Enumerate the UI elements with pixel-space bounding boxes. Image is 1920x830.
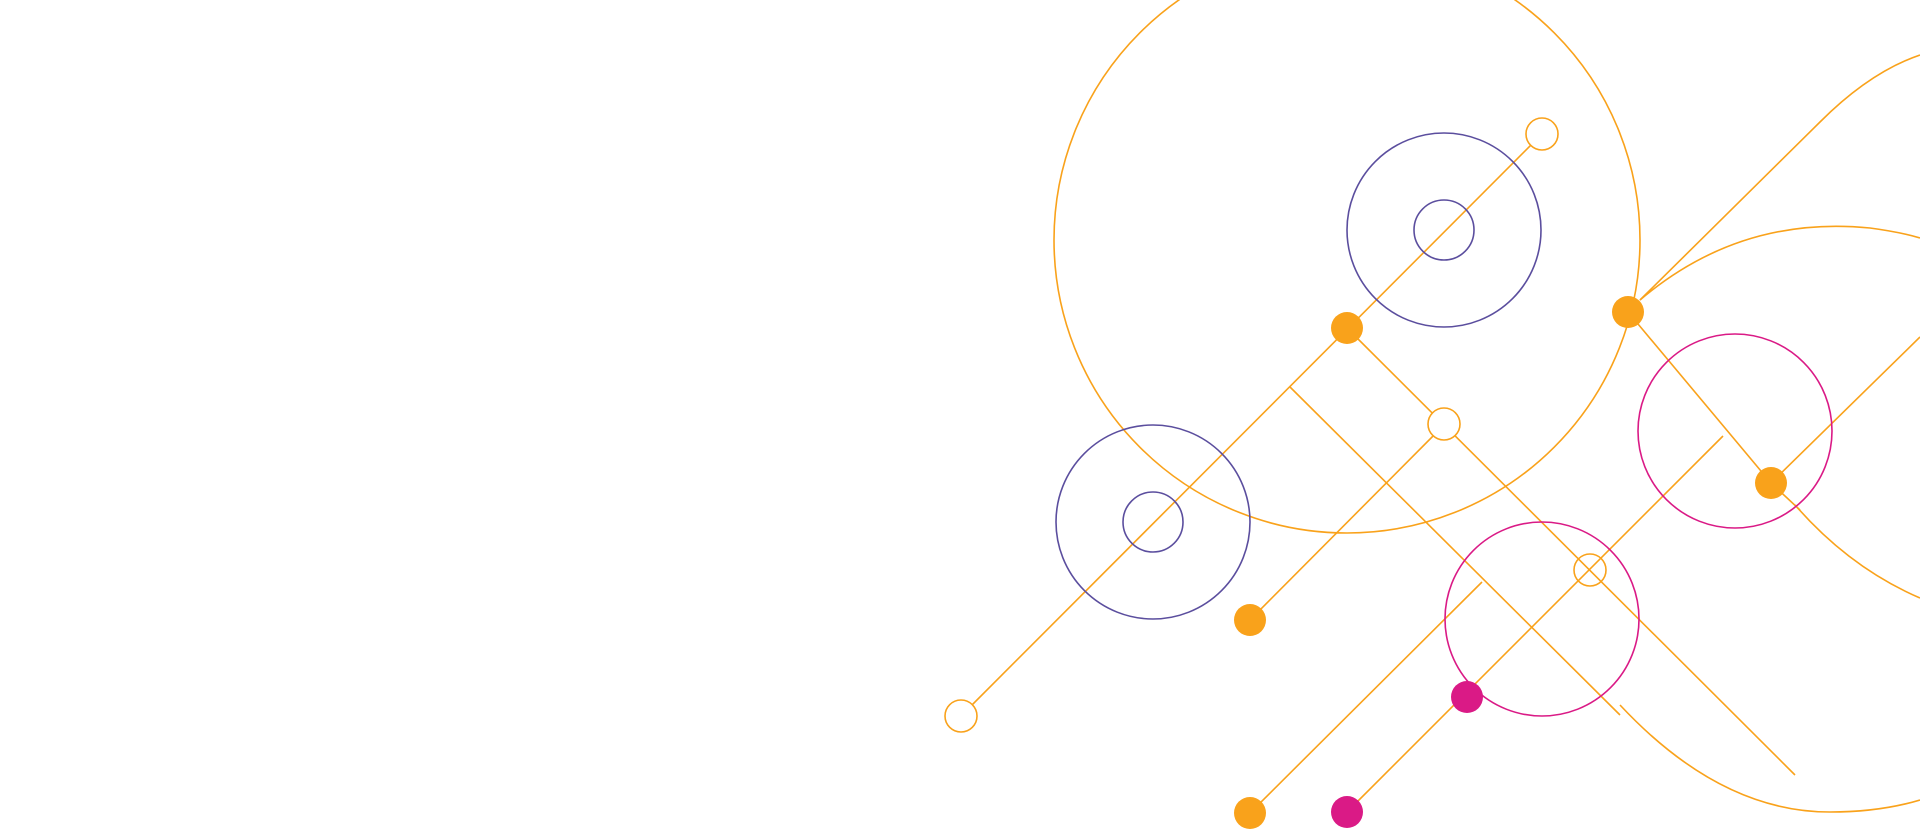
line-main-diagonal — [960, 134, 1542, 717]
magenta-dot-b — [1331, 796, 1363, 828]
line-from-node-a — [1346, 327, 1796, 776]
line-cross-down — [1289, 386, 1621, 716]
large-orange-ring — [1053, 0, 1641, 534]
magenta-ring-right — [1637, 333, 1833, 529]
orange-dot-b — [1612, 296, 1644, 328]
line-right-diagonal — [1770, 336, 1920, 484]
orange-dot-c — [1755, 467, 1787, 499]
right-arc-bottom — [1619, 704, 1920, 813]
orange-dot-a — [1331, 312, 1363, 344]
purple-ring-top-outer — [1346, 132, 1542, 328]
purple-ring-top-inner — [1413, 199, 1475, 261]
hollow-node-right — [1573, 553, 1607, 587]
line-bottom-magenta — [1346, 435, 1724, 813]
purple-ring-left-outer — [1055, 424, 1251, 620]
hollow-node-mid — [1427, 407, 1461, 441]
magenta-dot-a — [1451, 681, 1483, 713]
line-right-upper — [1627, 311, 1772, 484]
magenta-ring-bottom — [1444, 521, 1640, 717]
line-bottom-left — [1249, 581, 1483, 814]
orange-dot-e — [1234, 797, 1266, 829]
hollow-node-top — [1525, 117, 1559, 151]
right-arc-middle — [1639, 225, 1920, 301]
purple-ring-left-inner — [1122, 491, 1184, 553]
right-arc-lower — [1794, 504, 1920, 599]
hollow-node-left — [944, 699, 978, 733]
orange-dot-d — [1234, 604, 1266, 636]
right-arc-top — [1639, 54, 1920, 301]
line-to-dot-mid — [1249, 424, 1445, 621]
